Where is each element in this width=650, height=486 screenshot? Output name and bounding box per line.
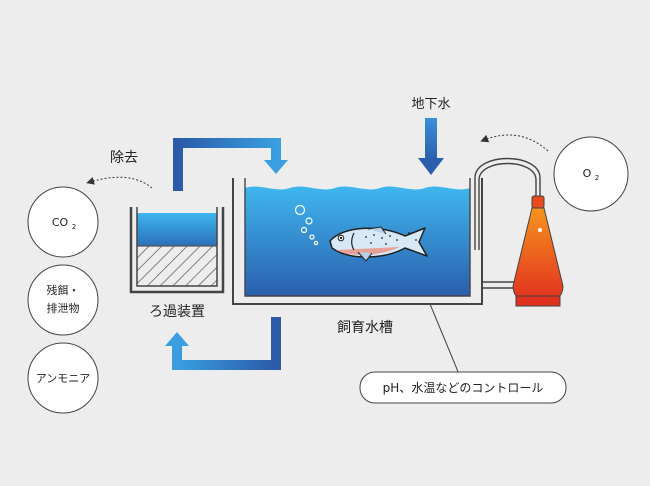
control-callout: pH、水温などのコントロール [359, 371, 567, 404]
removal-dotted-arrow [86, 176, 153, 189]
groundwater-label: 地下水 [411, 97, 450, 112]
co2-circle: CO 2 [27, 186, 99, 258]
filter-container [129, 207, 225, 294]
oxygen-dotted-arrow [480, 134, 549, 152]
fish-icon [329, 226, 428, 262]
control-callout-leader [429, 303, 460, 375]
removed-items: CO 2 残餌・ 排泄物 アンモニア [27, 186, 99, 414]
waste-circle: 残餌・ 排泄物 [27, 264, 99, 336]
filter-media [137, 246, 217, 286]
tank-wall-inner [244, 178, 471, 297]
oxygen-circle: O 2 [553, 136, 629, 212]
oxygen-label: O [583, 167, 592, 180]
flow-arrow-to-filter [165, 317, 281, 370]
co2-label: CO [52, 216, 69, 229]
control-label: pH、水温などのコントロール [383, 381, 544, 395]
oxygen-subscript: 2 [595, 174, 599, 182]
ammonia-circle: アンモニア [27, 342, 99, 414]
tank-label: 飼育水槽 [337, 320, 393, 336]
ammonia-label: アンモニア [36, 372, 91, 385]
filter-water [137, 213, 217, 246]
filter-label: ろ過装置 [149, 304, 205, 320]
tank-wall-outer [232, 178, 483, 305]
oxygen-generator [474, 157, 564, 307]
removal-label: 除去 [110, 150, 138, 166]
filter-device [129, 207, 225, 294]
flow-arrow-to-tank [173, 138, 288, 191]
bubbles [294, 204, 319, 246]
rearing-tank [232, 178, 483, 305]
co2-subscript: 2 [72, 223, 76, 231]
groundwater-arrow [418, 118, 444, 175]
waste-label-line1: 残餌・ [47, 283, 80, 297]
waste-label-line2: 排泄物 [47, 301, 80, 315]
